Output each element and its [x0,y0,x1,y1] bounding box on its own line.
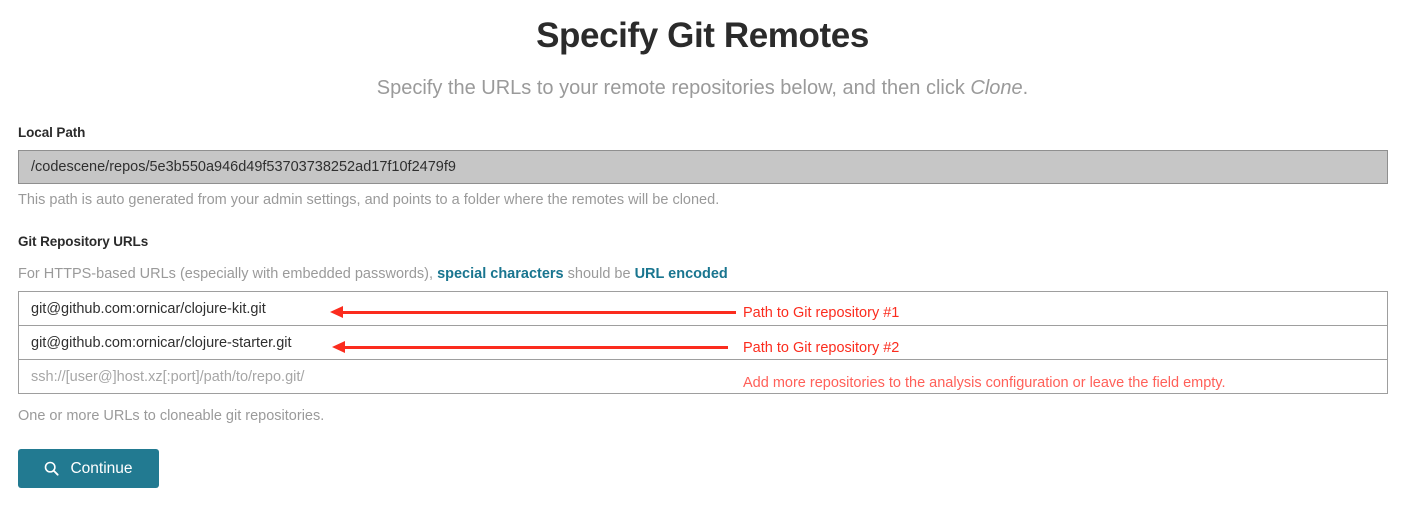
git-url-input-3[interactable] [19,360,1387,393]
hint-text-middle: should be [563,266,635,282]
local-path-helper-text: This path is auto generated from your ad… [18,192,720,208]
hint-text-before: For HTTPS-based URLs (especially with em… [18,266,438,282]
continue-button-label: Continue [70,459,133,477]
search-icon [45,461,60,476]
page-subtitle-emphasis: Clone [970,77,1023,99]
continue-button[interactable]: Continue [18,449,159,488]
page-title: Specify Git Remotes [536,16,869,55]
git-url-row[interactable] [18,291,1388,326]
url-encoded-link[interactable]: URL encoded [634,266,728,282]
git-url-row[interactable] [18,325,1388,360]
git-url-row[interactable] [18,359,1388,394]
git-urls-label: Git Repository URLs [18,234,149,249]
git-url-list [18,291,1388,394]
special-characters-link[interactable]: special characters [437,266,564,282]
page-subtitle-text-before: Specify the URLs to your remote reposito… [376,77,971,99]
git-url-input-2[interactable] [19,326,1387,359]
local-path-input[interactable] [18,150,1388,184]
page-subtitle: Specify the URLs to your remote reposito… [0,74,1405,102]
git-url-input-1[interactable] [19,292,1387,325]
git-urls-helper-text: One or more URLs to cloneable git reposi… [18,408,325,424]
page-subtitle-text-after: . [1022,77,1029,99]
git-urls-hint: For HTTPS-based URLs (especially with em… [18,264,728,284]
local-path-label: Local Path [18,125,86,140]
